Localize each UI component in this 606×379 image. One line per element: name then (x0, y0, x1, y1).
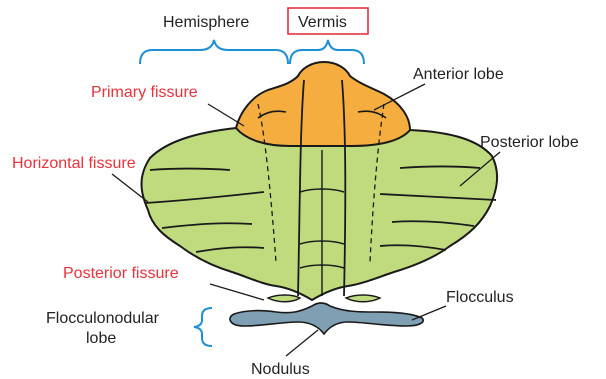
hemisphere-label: Hemisphere (163, 14, 249, 31)
nodulus-leader (286, 330, 318, 356)
posterior-fissure-label: Posterior fissure (63, 265, 179, 282)
anterior-lobe-label: Anterior lobe (413, 66, 504, 83)
posterior-lobe-shape (142, 128, 498, 300)
flocculus-leader (412, 306, 446, 320)
posterior-lobe-label: Posterior lobe (480, 134, 579, 151)
flocculonodular-label-line2: lobe (86, 330, 116, 347)
nodulus-label: Nodulus (251, 361, 310, 378)
posterior-fissure-leader (210, 284, 264, 300)
primary-fissure-leader (208, 104, 244, 126)
flocculonodular-shape (230, 303, 423, 334)
primary-fissure-label: Primary fissure (91, 84, 198, 101)
tonsil-right (346, 295, 380, 302)
hemisphere-brace (140, 40, 288, 64)
flocculonodular-brace (194, 308, 212, 346)
horizontal-fissure-label: Horizontal fissure (12, 155, 136, 172)
vermis-brace (290, 40, 364, 64)
tonsil-left (268, 295, 300, 302)
vermis-label: Vermis (298, 14, 347, 31)
flocculonodular-label-line1: Flocculonodular (46, 310, 160, 327)
flocculus-label: Flocculus (446, 289, 514, 306)
